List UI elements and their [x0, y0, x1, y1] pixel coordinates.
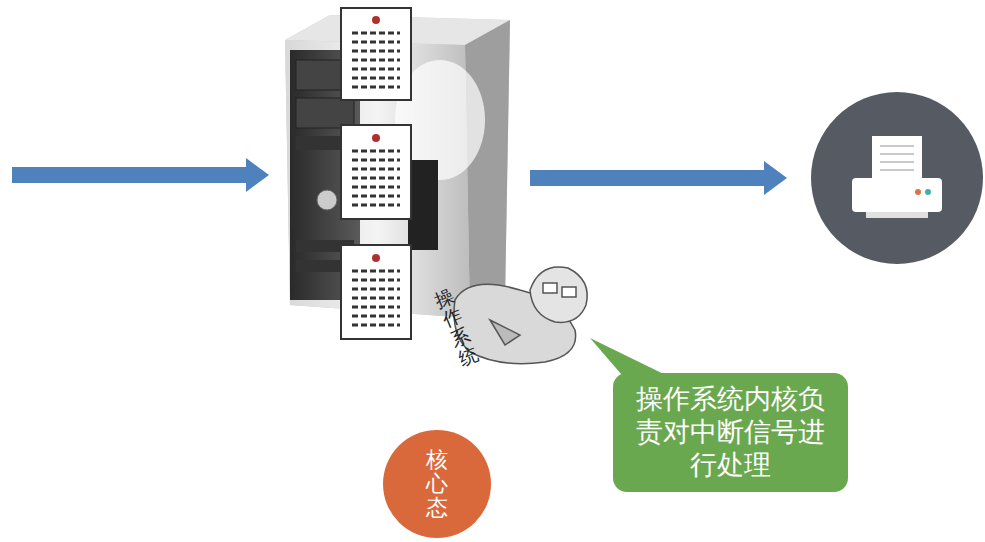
output-arrow	[530, 161, 787, 195]
callout-box: 操作系统内核负责对中断信号进行处理	[613, 373, 848, 492]
state-text: 核心态	[426, 448, 448, 521]
input-arrow	[12, 158, 269, 192]
state-circle: 核心态	[383, 430, 491, 538]
document-icons	[341, 8, 411, 339]
printer-icon	[811, 92, 983, 264]
callout-text: 操作系统内核负责对中断信号进行处理	[633, 383, 827, 482]
